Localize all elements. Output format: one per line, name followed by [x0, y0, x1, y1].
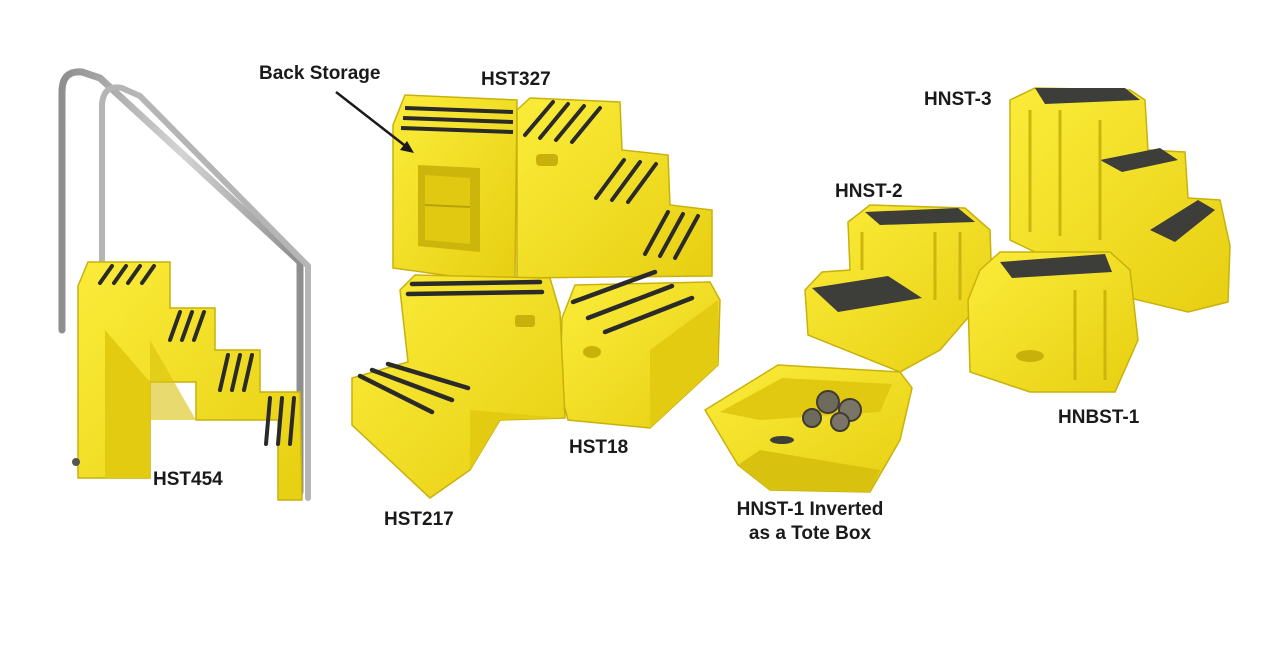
- hnst1-tote-box: [703, 364, 913, 493]
- back-storage-arrow: [335, 91, 414, 153]
- caster-wheels-icon: [802, 390, 862, 432]
- hst217-step-stand: [351, 274, 566, 499]
- label-hst327: HST327: [481, 69, 551, 90]
- label-hnbst1: HNBST-1: [1058, 407, 1140, 428]
- hnbst1-step-stand: [967, 251, 1139, 393]
- hst327-step-stand: [392, 94, 713, 281]
- label-hnst1: HNST-1 Inverted as a Tote Box: [730, 498, 890, 546]
- label-hnst2: HNST-2: [835, 181, 903, 202]
- label-back-storage: Back Storage: [259, 63, 381, 84]
- label-hst217: HST217: [384, 509, 454, 530]
- label-hst454: HST454: [153, 469, 223, 490]
- hst454-step-stand: [58, 68, 311, 501]
- hst18-step-stand: [559, 269, 721, 429]
- label-hnst1-line1: HNST-1 Inverted: [736, 499, 884, 520]
- label-hst18: HST18: [569, 437, 629, 458]
- label-hnst1-line2: as a Tote Box: [748, 523, 872, 544]
- hnst2-step-stand: [804, 204, 993, 373]
- label-hnst3: HNST-3: [924, 89, 992, 110]
